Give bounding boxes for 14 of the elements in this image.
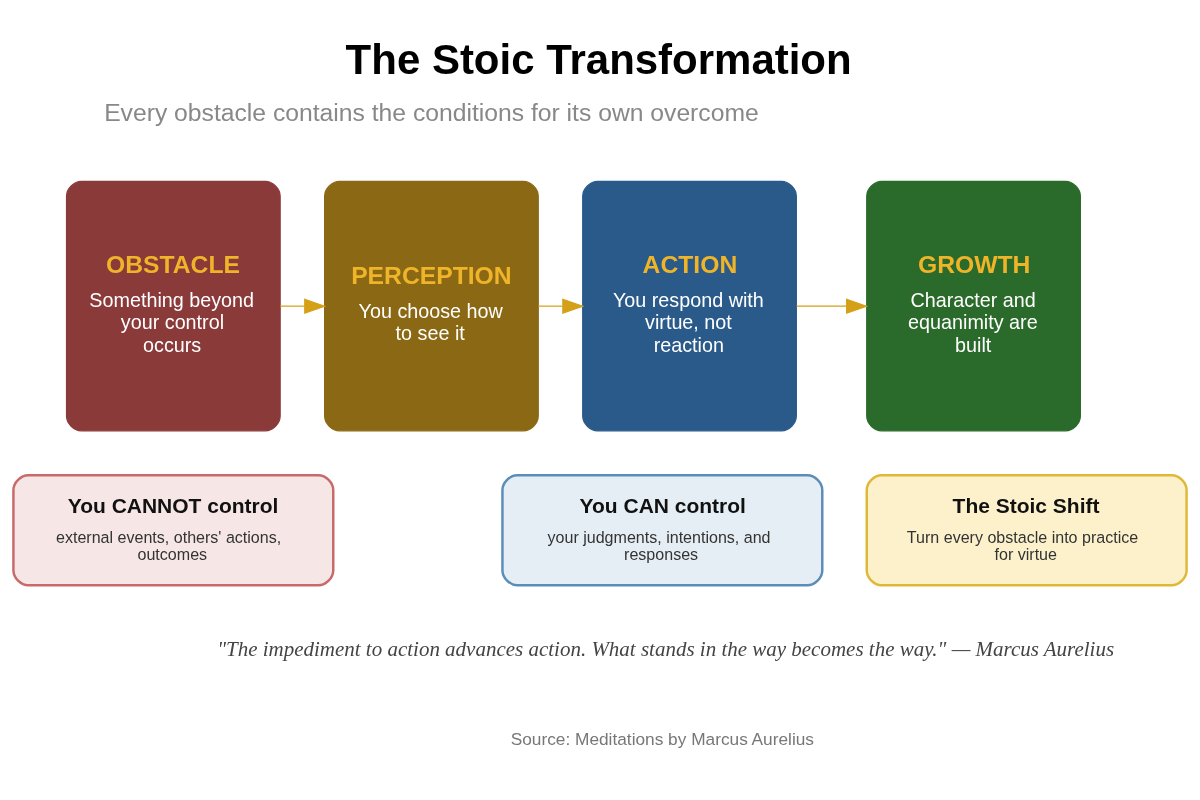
node-box: You CAN control your judgments, intentions, and responses — [501, 474, 824, 587]
node-box: You CANNOT control external events, others' actions, outcomes — [12, 474, 335, 587]
node-box: ACTION You respond with virtue, not reaction — [582, 180, 797, 432]
node-box: OBSTACLE Something beyond your control occurs — [65, 180, 281, 432]
arrow — [796, 298, 869, 314]
label: Every obstacle contains the conditions for its own overcome — [104, 98, 759, 126]
label: Source: Meditations by Marcus Aurelius — [510, 729, 814, 750]
node-box: GROWTH Character and equanimity are built — [866, 180, 1081, 432]
arrow — [537, 298, 585, 314]
diagram-title: The Stoic Transformation — [345, 36, 852, 84]
label: "The impediment to action advances action. What stands in the way becomes the way." — Marcus Aurelius — [217, 636, 1115, 661]
arrow — [279, 298, 327, 314]
node-box: The Stoic Shift Turn every obstacle into practice for virtue — [865, 474, 1188, 587]
node-box: PERCEPTION You choose how to see it — [324, 180, 539, 432]
